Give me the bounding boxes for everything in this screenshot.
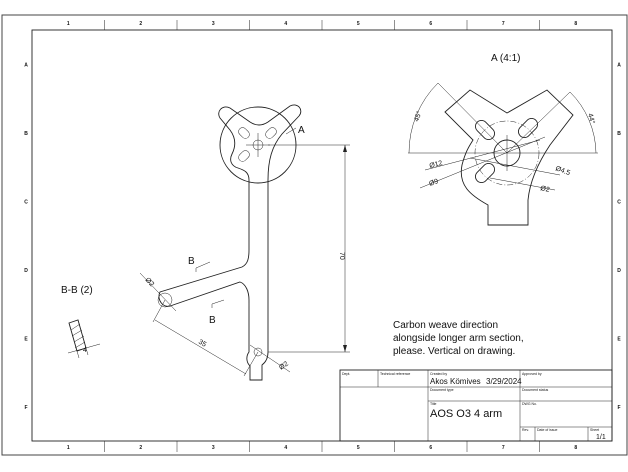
detail-view: A (4:1) 45° 44° Ø12 Ø9 Ø4.5 Ø2 <box>408 53 598 226</box>
created-by: Akos Kömives <box>430 377 481 386</box>
column-marker: 6 <box>429 445 432 451</box>
column-marker: 6 <box>429 21 432 27</box>
drawing-title: AOS O3 4 arm <box>430 408 502 420</box>
section-title: B-B (2) <box>61 285 93 296</box>
row-marker: B <box>617 131 621 137</box>
row-marker: B <box>24 131 28 137</box>
sheet-label: Sheet <box>590 428 599 432</box>
dim-70: 70 <box>338 252 345 260</box>
column-marker: 4 <box>284 445 287 451</box>
bottom-hole <box>253 347 263 357</box>
created-by-label: Created by <box>430 372 447 376</box>
row-marker: E <box>617 336 621 342</box>
detail-dia-9: Ø9 <box>428 178 439 188</box>
column-marker: 2 <box>139 445 142 451</box>
column-marker: 2 <box>139 21 142 27</box>
row-marker: A <box>617 62 621 68</box>
dim-dia-arm-end: Ø2 <box>144 277 156 289</box>
row-marker: F <box>24 405 27 411</box>
note-line-3: please. Vertical on drawing. <box>393 346 515 357</box>
main-view: A 70 35 Ø2 Ø2 B B <box>139 104 350 381</box>
doc-type-label: Document type <box>430 388 454 392</box>
page-border <box>1 14 628 456</box>
detail-title: A (4:1) <box>491 53 520 64</box>
dwg-no-label: DWG No. <box>522 402 537 406</box>
dim-35-lines <box>152 299 259 377</box>
mount-slots <box>238 127 277 162</box>
row-marker: A <box>24 62 28 68</box>
doc-status-label: Document status <box>522 388 549 392</box>
section-marker-b-lower: B <box>209 315 216 326</box>
note-line-2: alongside longer arm section, <box>393 333 524 344</box>
date-issue-label: Date of issue <box>537 428 557 432</box>
column-marker: 8 <box>574 445 577 451</box>
detail-slots <box>475 118 538 183</box>
arm-end-hole <box>157 292 173 308</box>
detail-angle-44: 44° <box>586 112 597 124</box>
arm-outline <box>158 104 302 381</box>
note-line-1: Carbon weave direction <box>393 320 498 331</box>
column-marker: 7 <box>502 21 505 27</box>
column-marker: 5 <box>357 445 360 451</box>
column-marker: 4 <box>284 21 287 27</box>
detail-angle-45: 45° <box>412 110 423 123</box>
row-marker: D <box>24 268 28 274</box>
tech-ref-label: Technical reference <box>380 372 410 376</box>
column-marker: 5 <box>357 21 360 27</box>
note: Carbon weave direction alongside longer … <box>393 320 524 357</box>
detail-dia-4-5: Ø4.5 <box>554 165 571 177</box>
approved-by-label: Approved by <box>522 372 542 376</box>
detail-dia-12: Ø12 <box>429 160 444 170</box>
detail-pitch-circle <box>474 120 540 186</box>
column-marker: 3 <box>212 445 215 451</box>
column-marker: 7 <box>502 445 505 451</box>
section-dim-width: 4 <box>83 347 87 354</box>
rev-label: Rev. <box>522 428 529 432</box>
column-marker: 1 <box>67 445 70 451</box>
dim-dia-bottom: Ø2 <box>278 360 290 371</box>
dim-70-lines <box>268 144 350 353</box>
center-mark <box>246 133 270 157</box>
dept-label: Dept. <box>342 372 350 376</box>
column-marker: 8 <box>574 21 577 27</box>
section-view: B-B (2) 4 <box>61 285 101 359</box>
created-date: 3/29/2024 <box>486 377 522 386</box>
column-marker: 3 <box>212 21 215 27</box>
row-marker: F <box>617 405 620 411</box>
detail-marker-a: A <box>298 125 305 136</box>
detail-outline <box>444 89 574 226</box>
column-marker: 1 <box>67 21 70 27</box>
section-marker-b-upper: B <box>188 256 195 267</box>
title-block: Dept. Technical reference Created by Ako… <box>339 369 613 442</box>
sheet-number: 1/1 <box>596 434 606 441</box>
row-marker: C <box>617 199 621 205</box>
row-marker: D <box>617 268 621 274</box>
row-marker: E <box>24 336 28 342</box>
dim-35: 35 <box>197 339 207 349</box>
title-label: Title <box>430 402 437 406</box>
detail-dia-2: Ø2 <box>540 185 551 194</box>
row-marker: C <box>24 199 28 205</box>
